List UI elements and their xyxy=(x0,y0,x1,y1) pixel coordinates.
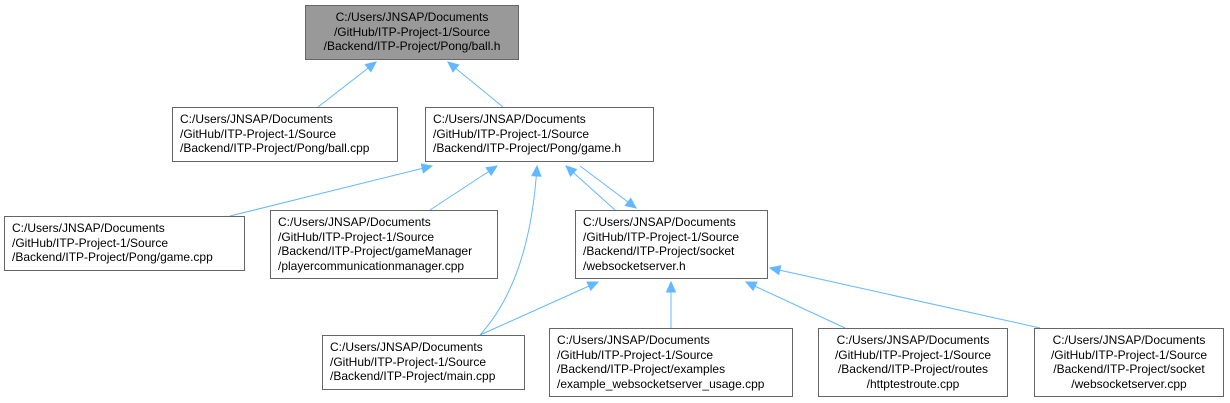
node-label-line: /Backend/ITP-Project/examples xyxy=(557,362,726,376)
node-httptestroute-cpp[interactable]: C:/Users/JNSAP/Documents/GitHub/ITP-Proj… xyxy=(818,328,1008,397)
edge-main_cpp-to-game_h xyxy=(479,165,538,336)
arrowhead-main_cpp-to-wss_h xyxy=(586,281,600,292)
node-game-cpp[interactable]: C:/Users/JNSAP/Documents/GitHub/ITP-Proj… xyxy=(4,216,245,271)
node-label-line: C:/Users/JNSAP/Documents xyxy=(836,333,990,347)
node-label-line: /GitHub/ITP-Project-1/Source xyxy=(333,24,491,39)
node-label-line: C:/Users/JNSAP/Documents xyxy=(1052,333,1206,347)
node-label-line: /Backend/ITP-Project/Pong/game.cpp xyxy=(12,250,213,264)
node-ball-h: C:/Users/JNSAP/Documents/GitHub/ITP-Proj… xyxy=(305,5,519,60)
node-label-line: /GitHub/ITP-Project-1/Source xyxy=(180,126,337,141)
edge-pcm_cpp-to-game_h xyxy=(429,165,498,211)
arrowhead-example_cpp-to-wss_h xyxy=(665,280,677,293)
node-playercommunicationmanager-cpp[interactable]: C:/Users/JNSAP/Documents/GitHub/ITP-Proj… xyxy=(270,210,498,279)
arrowhead-game_h-to-ball_h xyxy=(447,61,460,73)
node-label-line: /example_websocketserver_usage.cpp xyxy=(557,376,765,391)
arrowhead-game_h-to-wss_h xyxy=(624,197,637,209)
edge-ball_cpp-to-ball_h xyxy=(317,61,377,108)
arrowhead-main_cpp-to-game_h xyxy=(531,164,542,177)
node-label-line: C:/Users/JNSAP/Documents xyxy=(12,221,165,235)
edge-game_cpp-to-game_h xyxy=(229,165,433,217)
node-label-line: /Backend/ITP-Project/routes xyxy=(837,362,989,376)
node-label-line: /Backend/ITP-Project/main.cpp xyxy=(330,369,496,383)
node-label-line: /Backend/ITP-Project/Pong/ball.h xyxy=(323,39,501,53)
edge-main_cpp-to-wss_h xyxy=(479,281,599,336)
arrowhead-ball_cpp-to-ball_h xyxy=(364,61,377,73)
node-label-line: C:/Users/JNSAP/Documents xyxy=(557,333,710,347)
node-label-line: /playercommunicationmanager.cpp xyxy=(278,258,465,273)
edge-game_h-to-ball_h xyxy=(447,61,504,108)
node-websocketserver-h[interactable]: C:/Users/JNSAP/Documents/GitHub/ITP-Proj… xyxy=(575,210,768,279)
arrowhead-pcm_cpp-to-game_h xyxy=(485,165,499,177)
node-label-line: /GitHub/ITP-Project-1/Source xyxy=(330,354,487,369)
node-label-line: /GitHub/ITP-Project-1/Source xyxy=(12,235,169,250)
node-label-line: /Backend/ITP-Project/gameManager xyxy=(278,244,473,258)
arrowhead-wss_cpp-to-wss_h xyxy=(768,265,782,276)
node-label-line: /GitHub/ITP-Project-1/Source xyxy=(1050,347,1208,362)
node-example-websocketserver-usage-cpp[interactable]: C:/Users/JNSAP/Documents/GitHub/ITP-Proj… xyxy=(549,328,793,397)
node-label-line: C:/Users/JNSAP/Documents xyxy=(583,215,736,229)
node-label-line: C:/Users/JNSAP/Documents xyxy=(180,112,333,126)
node-label-line: /Backend/ITP-Project/socket xyxy=(1053,362,1205,376)
node-websocketserver-cpp[interactable]: C:/Users/JNSAP/Documents/GitHub/ITP-Proj… xyxy=(1034,328,1224,397)
node-label-line: /GitHub/ITP-Project-1/Source xyxy=(433,126,590,141)
node-main-cpp[interactable]: C:/Users/JNSAP/Documents/GitHub/ITP-Proj… xyxy=(322,335,525,390)
arrowhead-game_cpp-to-game_h xyxy=(420,163,434,174)
node-label-line: /httptestroute.cpp xyxy=(866,376,960,391)
node-label-line: /websocketserver.h xyxy=(583,258,686,273)
node-label-line: /Backend/ITP-Project/Pong/ball.cpp xyxy=(180,141,370,155)
arrowhead-httptest_cpp-to-wss_h xyxy=(744,281,758,292)
edge-wss_h-to-game_h xyxy=(565,165,616,211)
node-label-line: C:/Users/JNSAP/Documents xyxy=(433,112,586,126)
node-label-line: C:/Users/JNSAP/Documents xyxy=(330,340,483,354)
node-label-line: /Backend/ITP-Project/socket xyxy=(583,244,735,258)
node-label-line: /GitHub/ITP-Project-1/Source xyxy=(583,229,740,244)
edge-wss_cpp-to-wss_h xyxy=(769,267,1041,329)
node-label-line: /GitHub/ITP-Project-1/Source xyxy=(834,347,992,362)
arrowhead-wss_h-to-game_h xyxy=(565,165,578,177)
node-ball-cpp[interactable]: C:/Users/JNSAP/Documents/GitHub/ITP-Proj… xyxy=(172,107,398,162)
node-label-line: /websocketserver.cpp xyxy=(1071,376,1187,391)
node-label-line: C:/Users/JNSAP/Documents xyxy=(335,10,489,24)
node-label-line: /Backend/ITP-Project/Pong/game.h xyxy=(433,141,622,155)
node-label-line: C:/Users/JNSAP/Documents xyxy=(278,215,431,229)
node-game-h[interactable]: C:/Users/JNSAP/Documents/GitHub/ITP-Proj… xyxy=(425,107,654,162)
node-label-line: /GitHub/ITP-Project-1/Source xyxy=(557,347,714,362)
node-label-line: /GitHub/ITP-Project-1/Source xyxy=(278,229,435,244)
edge-httptest_cpp-to-wss_h xyxy=(745,281,846,329)
edge-game_h-to-wss_h xyxy=(579,165,637,209)
